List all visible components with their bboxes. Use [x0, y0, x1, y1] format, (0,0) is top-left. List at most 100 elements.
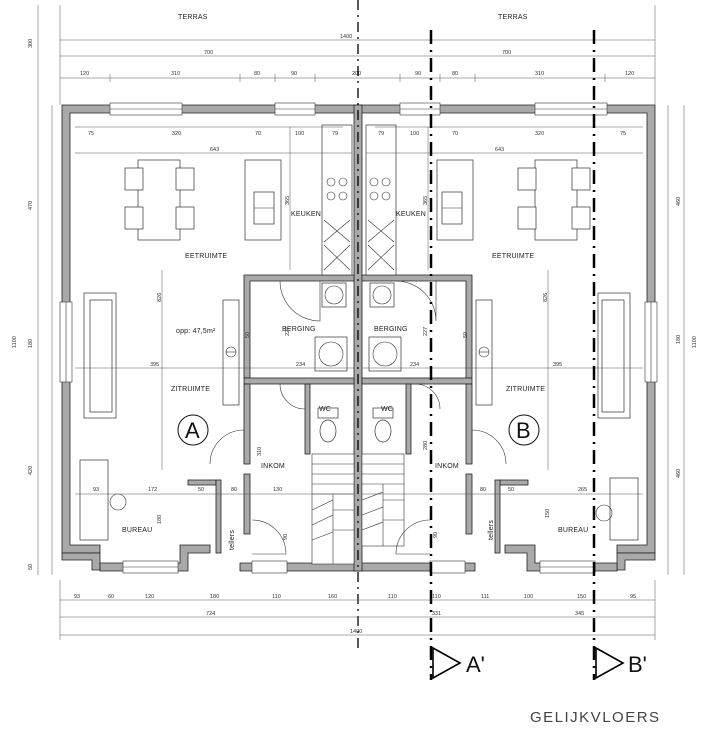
dim-lower: 130 — [273, 487, 282, 493]
dim-bottom: 160 — [328, 594, 337, 600]
dim-bottom: 100 — [524, 594, 533, 600]
dim-vertical: 826 — [157, 293, 163, 302]
dim-bottom-total: 345 — [575, 611, 584, 617]
room-label-wc: WC — [319, 406, 331, 413]
dim-bottom-total: 331 — [432, 611, 441, 617]
dim-top-right-part: 120 — [625, 71, 634, 77]
dim-left: 300 — [28, 39, 34, 48]
dim-bottom: 95 — [630, 594, 636, 600]
dim-mid: 234 — [296, 362, 305, 368]
dim-small: 90 — [433, 532, 439, 538]
terrace-label-left: TERRAS — [178, 14, 208, 21]
room-label-zitruimte: ZITRUIMTE — [171, 386, 210, 393]
furniture-right — [361, 124, 639, 555]
dim-right: 460 — [676, 197, 682, 206]
dim-top-left-part: 200 — [352, 71, 361, 77]
area-note: opp: 47,5m² — [176, 328, 216, 335]
dim-top-left-part: 120 — [80, 71, 89, 77]
dim-right: 180 — [676, 335, 682, 344]
room-label-bureau: BUREAU — [558, 527, 588, 534]
dim-top-left-total: 700 — [204, 50, 213, 56]
dim-left: 420 — [28, 466, 34, 475]
dim-vertical: 227 — [285, 327, 291, 336]
room-label-berging: BERGING — [282, 326, 316, 333]
dining-table-icon — [534, 159, 578, 241]
dim-inner: 75 — [88, 131, 94, 137]
dim-bottom: 93 — [74, 594, 80, 600]
room-label-eetruimte: EETRUIMTE — [492, 253, 534, 260]
dim-inner: 79 — [378, 131, 384, 137]
dim-left: 470 — [28, 201, 34, 210]
dim-bottom-overall: 1400 — [350, 629, 362, 635]
dim-vertical: 365 — [423, 196, 429, 205]
dim-bottom: 150 — [577, 594, 586, 600]
dim-bottom: 120 — [145, 594, 154, 600]
dim-bottom: 110 — [432, 594, 441, 600]
room-label-inkom: INKOM — [435, 463, 459, 470]
dim-bottom: 111 — [481, 594, 489, 600]
dim-inner: 79 — [332, 131, 338, 137]
dim-vertical: 150 — [545, 509, 551, 518]
dim-top-left-part: 310 — [171, 71, 180, 77]
dim-bottom: 110 — [388, 594, 397, 600]
section-label-a: A' — [466, 652, 485, 677]
dim-bottom-total: 724 — [206, 611, 215, 617]
dim-lower: 80 — [231, 487, 237, 493]
internal-dimensions: 75 320 70 100 79 79 100 70 320 75 643 64… — [75, 126, 643, 540]
terrace-label-right: TERRAS — [498, 14, 528, 21]
room-label-keuken: KEUKEN — [291, 211, 321, 218]
dim-inner: 100 — [410, 131, 419, 137]
dim-inner: 320 — [172, 131, 181, 137]
dim-lower: 172 — [148, 487, 157, 493]
unit-b-circle — [508, 414, 540, 446]
dim-top-right-total: 700 — [502, 50, 511, 56]
dim-lower: 80 — [480, 487, 486, 493]
dim-mid: 234 — [410, 362, 419, 368]
room-label-keuken: KEUKEN — [396, 211, 426, 218]
dim-top-left-part: 90 — [291, 71, 297, 77]
dim-lower: 265 — [578, 487, 587, 493]
dim-top-right-part: 90 — [415, 71, 421, 77]
dim-inner: 100 — [295, 131, 304, 137]
room-label-eetruimte: EETRUIMTE — [185, 253, 227, 260]
unit-a-label: A — [185, 418, 200, 443]
room-labels: KEUKEN KEUKEN EETRUIMTE EETRUIMTE BERGIN… — [122, 211, 588, 550]
section-lines: A' B' — [357, 0, 647, 680]
dim-vertical: 826 — [543, 293, 549, 302]
dim-lower: 50 — [198, 487, 204, 493]
dim-inner: 75 — [620, 131, 626, 137]
unit-a-circle — [177, 414, 209, 446]
dim-inner: 320 — [535, 131, 544, 137]
dining-table-icon — [137, 159, 181, 241]
dim-inner-width: 643 — [210, 147, 219, 153]
dim-lower: 93 — [93, 487, 99, 493]
dim-vertical: 227 — [423, 327, 429, 336]
dim-mid: 395 — [150, 362, 159, 368]
dim-right: 460 — [676, 469, 682, 478]
furniture-left — [79, 124, 355, 565]
room-label-zitruimte: ZITRUIMTE — [506, 386, 545, 393]
side-dimensions: 300 470 1100 180 420 50 460 1100 180 460 — [12, 5, 698, 575]
unit-b-label: B — [516, 418, 531, 443]
dim-lower: 50 — [508, 487, 514, 493]
dim-inner-width: 643 — [495, 147, 504, 153]
section-arrow-icon — [432, 646, 462, 680]
dim-vertical: 180 — [157, 515, 163, 524]
room-label-berging: BERGING — [374, 326, 408, 333]
section-arrow-icon — [595, 646, 625, 680]
dim-small: 50 — [463, 332, 469, 338]
dim-vertical: 310 — [257, 447, 263, 456]
dim-top-total: 1400 — [340, 34, 352, 40]
bottom-dimensions: 93 60 120 180 110 160 110 110 111 100 15… — [59, 580, 656, 640]
section-label-b: B' — [628, 652, 647, 677]
top-dimensions: 1400 700 700 120 310 80 90 200 90 80 310… — [59, 5, 656, 105]
dim-inner: 70 — [452, 131, 458, 137]
dim-left: 180 — [28, 339, 34, 348]
dim-top-right-part: 80 — [452, 71, 458, 77]
drawing-title: GELIJKVLOERS — [530, 709, 661, 726]
room-label-tellers: tellers — [488, 520, 495, 540]
room-label-inkom: INKOM — [261, 463, 285, 470]
room-label-tellers: tellers — [229, 530, 236, 550]
inner-walls — [187, 274, 529, 554]
